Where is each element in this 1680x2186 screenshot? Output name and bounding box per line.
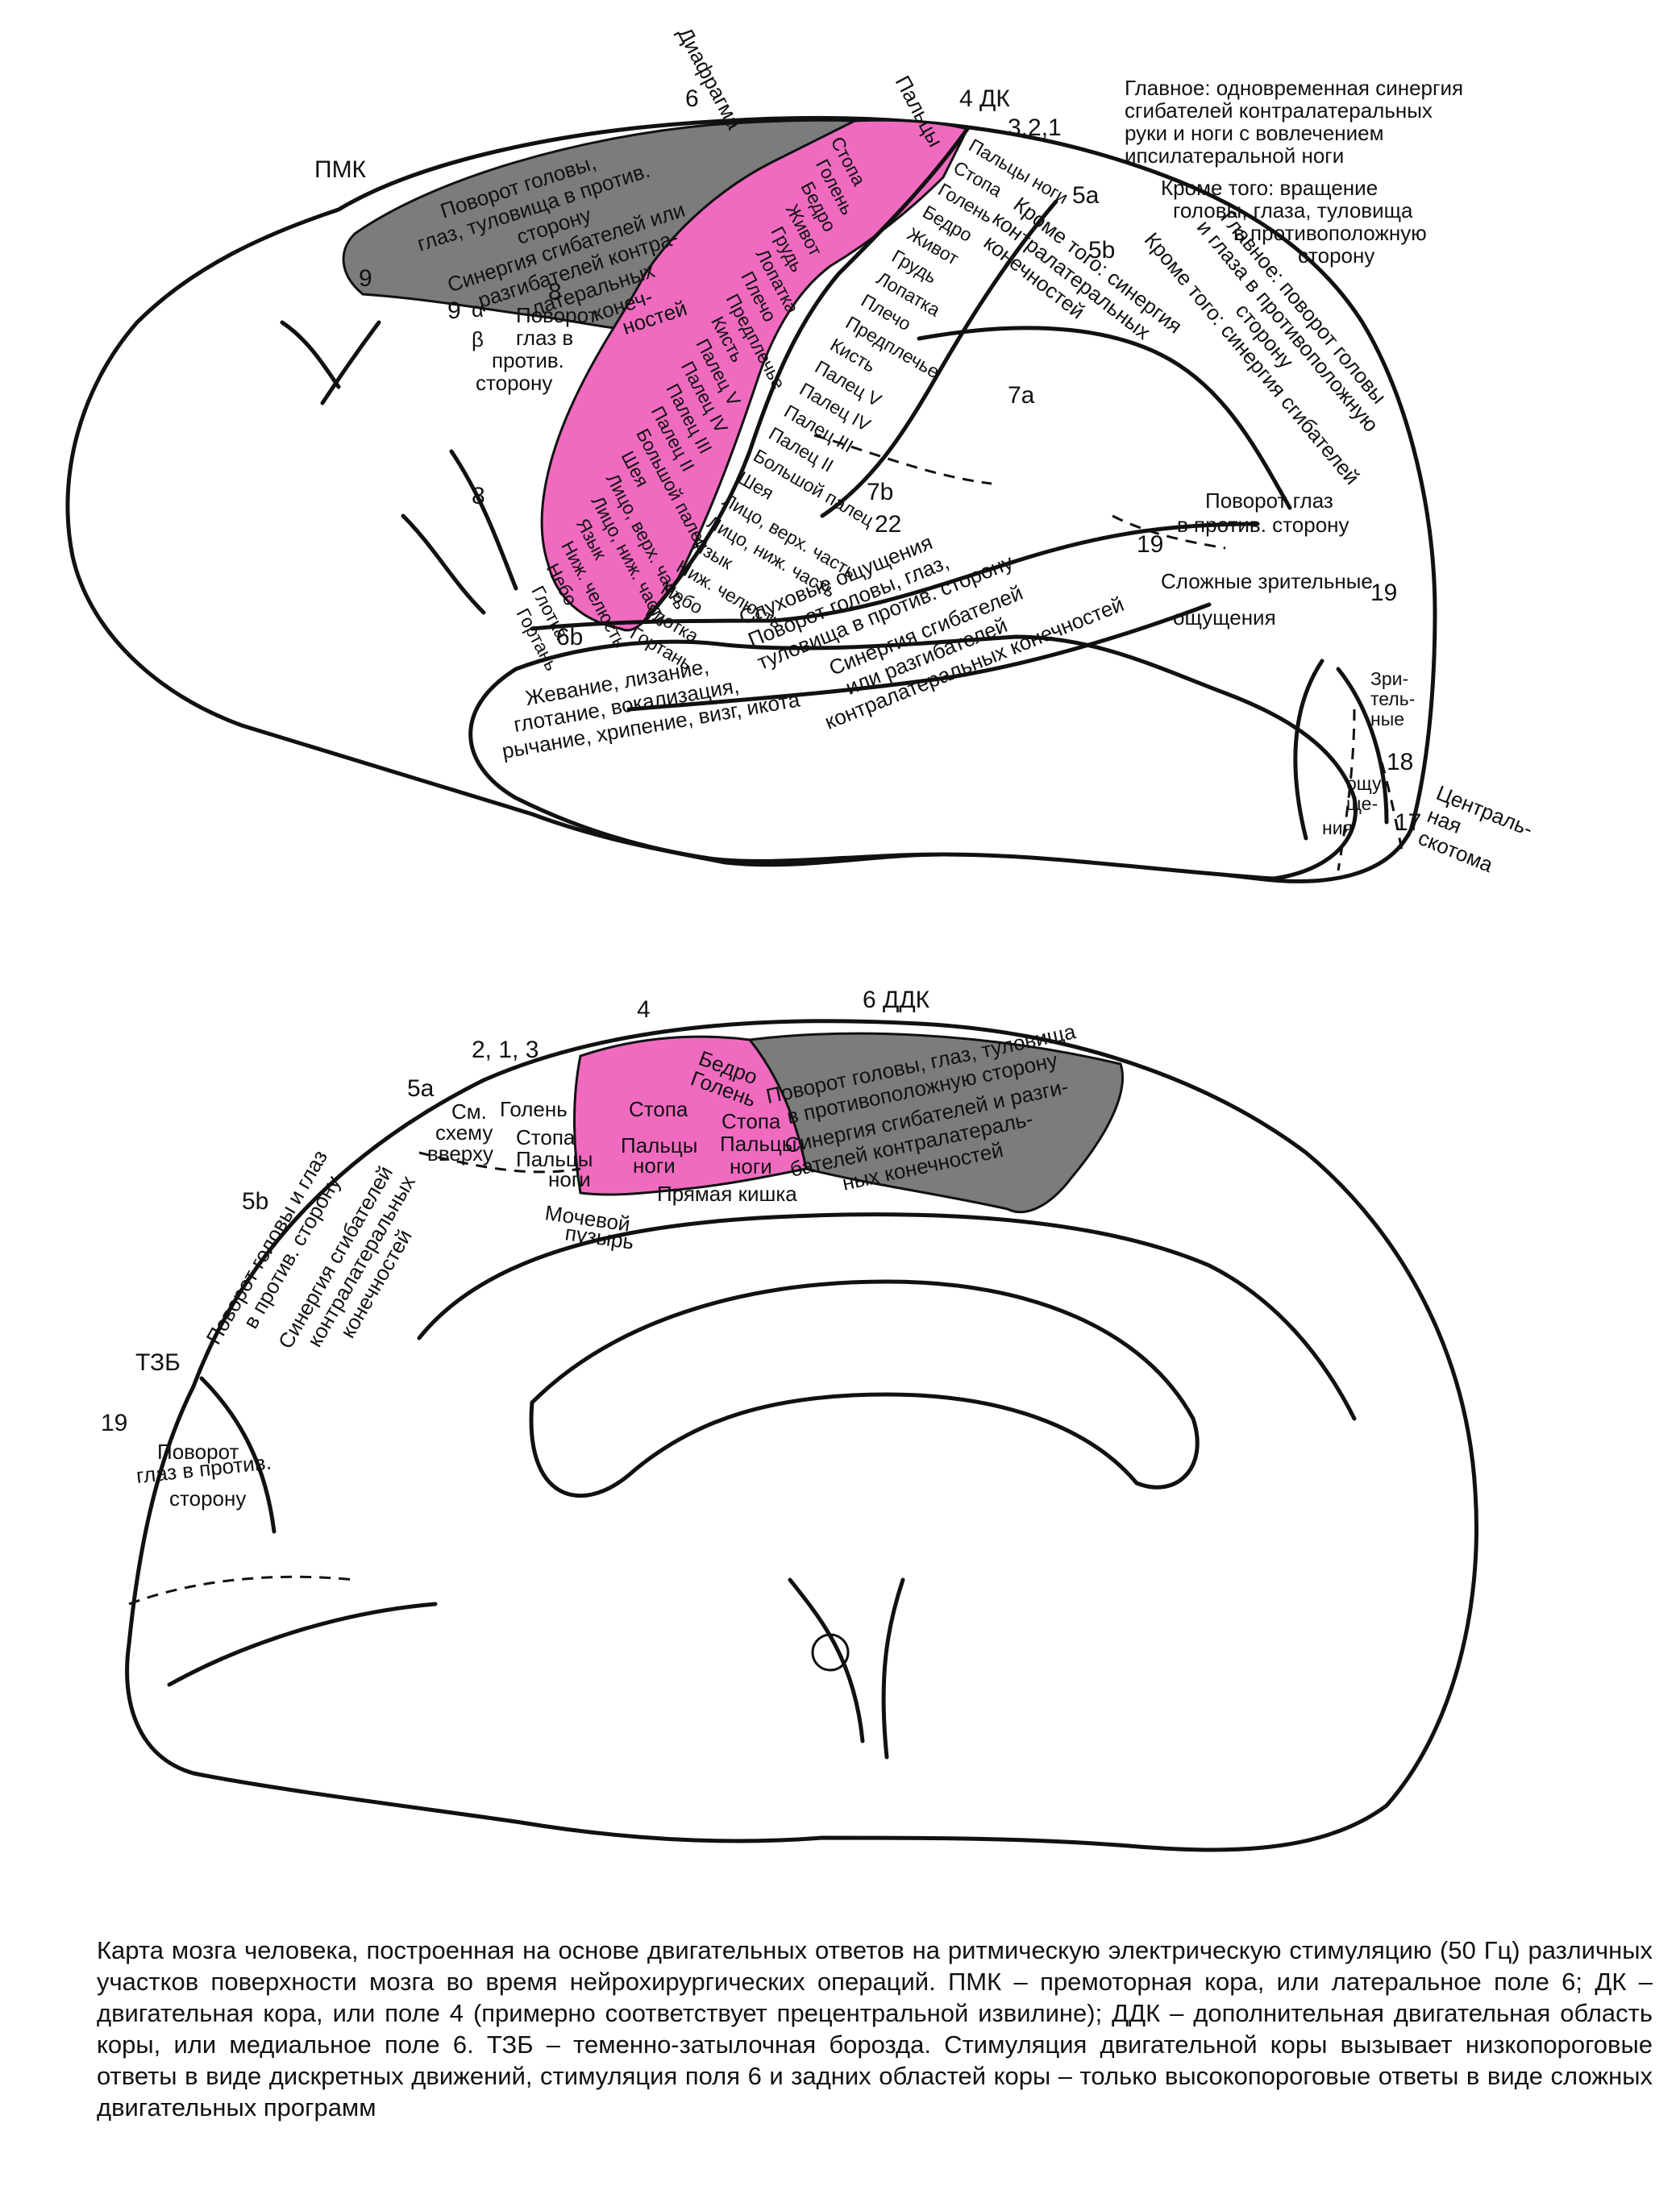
note-besides-4: сторону (1298, 243, 1374, 268)
label-field-7a: 7a (1008, 382, 1035, 409)
label-field-19a: 19 (1137, 531, 1163, 558)
field-boundary-17 (1369, 725, 1404, 855)
cingulate-sulcus (417, 1212, 1357, 1421)
label-field-8: 8 (548, 279, 562, 305)
field-boundary-5a-7a (813, 434, 992, 485)
sens-toes-1: Пальцы (516, 1147, 593, 1171)
label-field-8-lower: 8 (472, 483, 485, 509)
note-main-2: сгибателей контралатеральных (1125, 98, 1433, 123)
label-field-5a: 5a (1072, 182, 1100, 209)
f19-line-4: ощущения (1173, 605, 1276, 630)
label-medial-4: 4 (637, 996, 651, 1023)
medial-boundary-2 (128, 1575, 356, 1606)
f19-line-2: в против. сторону (1177, 513, 1349, 537)
label-field-6: 6 (685, 85, 699, 112)
calcarine-sulcus (167, 1602, 438, 1687)
label-beta: β (472, 327, 484, 351)
f18-line-6: ния (1322, 817, 1353, 838)
label-pmk: ПМК (314, 156, 367, 183)
occipital-sulcus (1293, 659, 1389, 841)
note-main-1: Главное: одновременная синергия (1125, 76, 1463, 100)
label-field-9: 9 (359, 265, 372, 292)
inferior-frontal-sulcus (401, 449, 518, 615)
note-diaphragm: Диафрагма (673, 23, 747, 134)
field-boundary-18 (1337, 709, 1356, 871)
sens-see-1: См. (451, 1099, 487, 1124)
sylvian-fissure (530, 522, 1260, 631)
f18-line-5: ще- (1346, 793, 1378, 814)
medial-motor-cortex-4 (573, 1035, 808, 1196)
m4-toes-4: ноги (730, 1154, 772, 1178)
label-field-18: 18 (1387, 749, 1413, 775)
label-tzb: ТЗБ (135, 1349, 181, 1376)
label-dk: 4 ДК (959, 85, 1010, 112)
sens-shin: Голень (500, 1097, 568, 1121)
label-field-6b: 6b (556, 624, 583, 650)
sens-see-3: вверху (427, 1141, 493, 1166)
f8-line-2: глаз в (516, 326, 573, 350)
label-medial-5b: 5b (242, 1188, 268, 1215)
m4-toes-2: ноги (633, 1153, 676, 1178)
m4-rectum: Прямая кишка (657, 1182, 797, 1206)
lateral-brain-view: ПМК 4 ДК 6 3,2,1 5a 5b 7a 7b 9 9 α β 8 8… (65, 23, 1537, 883)
sens-see-2: схему (435, 1120, 493, 1145)
label-ddk: 6 ДДК (863, 987, 930, 1013)
f8-line-1: Поворот (516, 303, 597, 327)
central-sulcus (642, 127, 970, 623)
medial-boundary-1 (418, 1151, 581, 1174)
m19-line-3: сторону (169, 1486, 246, 1511)
medial-brain-outline (125, 1019, 1479, 1852)
label-field-7b: 7b (867, 479, 893, 505)
frontal-sulcus (280, 320, 381, 405)
label-field-22: 22 (875, 511, 901, 538)
figure-caption: Карта мозга человека, построенная на осн… (97, 1936, 1653, 2122)
note-besides-2: головы, глаза, туловища (1173, 198, 1413, 222)
f18-line-4: ощу- (1346, 773, 1387, 794)
f18-line-1: Зри- (1370, 668, 1408, 689)
label-field-321: 3,2,1 (1008, 114, 1062, 141)
label-medial-213: 2, 1, 3 (472, 1037, 539, 1063)
label-medial-5a: 5a (407, 1075, 435, 1102)
scotoma-text: Централь- ная скотома (1415, 780, 1537, 877)
label-field-9a: 9 (447, 297, 461, 324)
f8-line-4: сторону (476, 371, 552, 395)
label-field-17: 17 (1395, 809, 1421, 836)
label-field-5b: 5b (1088, 237, 1115, 264)
brainstem (788, 1577, 905, 1760)
sens-toes-2: ноги (548, 1167, 591, 1191)
m4-foot: Стопа (629, 1097, 688, 1121)
corpus-callosum (529, 1279, 1200, 1498)
m4-foot-2: Стопа (721, 1109, 781, 1133)
note-besides-3: в противоположную (1233, 221, 1427, 245)
parieto-occipital-sulcus (199, 1376, 277, 1534)
field-boundary-19 (1112, 514, 1226, 550)
f8-line-3: против. (492, 348, 564, 372)
m4-toes-3: Пальцы (720, 1132, 796, 1156)
f18-line-3: ные (1370, 709, 1404, 729)
motor-cortex-strip (540, 118, 970, 632)
note-main-4: ипсилатеральной ноги (1125, 143, 1344, 168)
label-medial-19: 19 (101, 1410, 127, 1436)
temporal-lobe (468, 634, 1358, 881)
note-main-3: руки и ноги с вовлечением (1125, 121, 1384, 145)
m19-line-1: Поворот (157, 1440, 239, 1464)
label-field-19b: 19 (1370, 580, 1397, 606)
postcentral-sulcus (820, 199, 1058, 518)
medial-brain-view: 4 6 ДДК 2, 1, 3 5a 5b ТЗБ 19 Поворот гол… (101, 987, 1479, 1852)
note-besides-1: Кроме того: вращение (1161, 176, 1378, 200)
label-alpha: α (472, 297, 484, 322)
f18-line-2: тель- (1370, 688, 1415, 709)
superior-temporal-sulcus (626, 602, 1212, 712)
m4-toes-1: Пальцы (621, 1133, 697, 1157)
intraparietal-sulcus (917, 326, 1292, 510)
sens-foot: Стопа (516, 1125, 576, 1149)
f19-line-1: Поворот глаз (1205, 488, 1333, 513)
mammillary-body (811, 1633, 850, 1672)
f19-line-3: Сложные зрительные (1161, 569, 1373, 593)
